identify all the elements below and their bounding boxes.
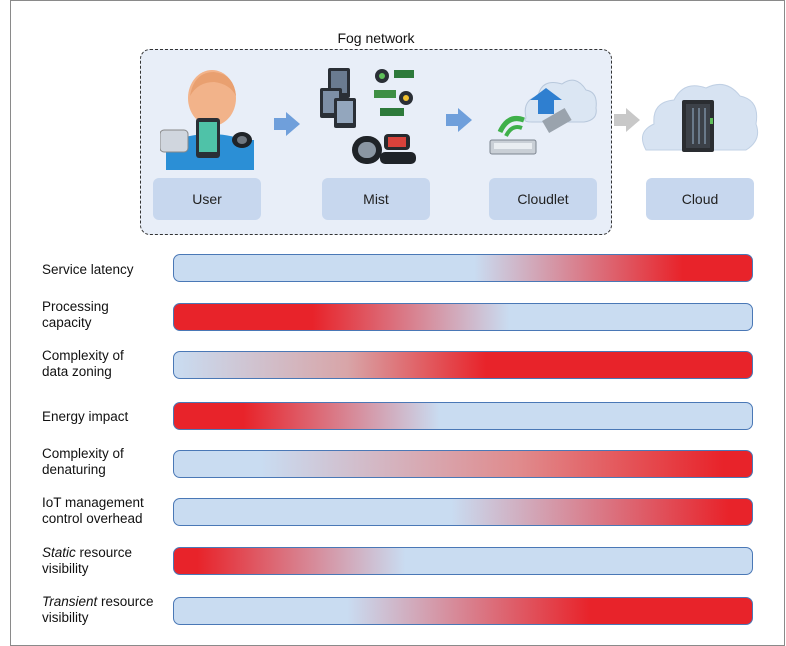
metric-bar xyxy=(173,402,753,430)
metric-bar xyxy=(173,254,753,282)
tier-label-cloud: Cloud xyxy=(646,178,754,220)
metric-label: IoT management control overhead xyxy=(42,495,144,526)
devices-cluster-icon xyxy=(318,64,426,170)
cloudlet-router-icon xyxy=(486,70,598,166)
metric-bar xyxy=(173,547,753,575)
metric-label: Processing capacity xyxy=(42,299,109,330)
metric-bar xyxy=(173,498,753,526)
fog-network-title: Fog network xyxy=(337,30,415,46)
user-with-wearables-icon xyxy=(159,66,260,170)
metric-label: Service latency xyxy=(42,262,134,277)
metric-label: Static resource visibility xyxy=(42,545,133,576)
tier-label-cloudlet: Cloudlet xyxy=(489,178,597,220)
metric-bar xyxy=(173,450,753,478)
figure-frame-top xyxy=(10,0,785,1)
server-cloud-icon xyxy=(636,74,762,174)
tier-label-user: User xyxy=(153,178,261,220)
arrow-right-icon xyxy=(446,108,472,132)
metric-label: Complexity of data zoning xyxy=(42,348,124,379)
metric-label: Energy impact xyxy=(42,409,129,424)
metric-bar xyxy=(173,351,753,379)
tier-label-mist: Mist xyxy=(322,178,430,220)
arrow-right-icon xyxy=(274,112,300,136)
arrow-right-icon xyxy=(614,108,640,132)
metric-bar xyxy=(173,597,753,625)
metric-label: Transient resource visibility xyxy=(42,594,154,625)
metric-bar xyxy=(173,303,753,331)
metric-label: Complexity of denaturing xyxy=(42,446,124,477)
